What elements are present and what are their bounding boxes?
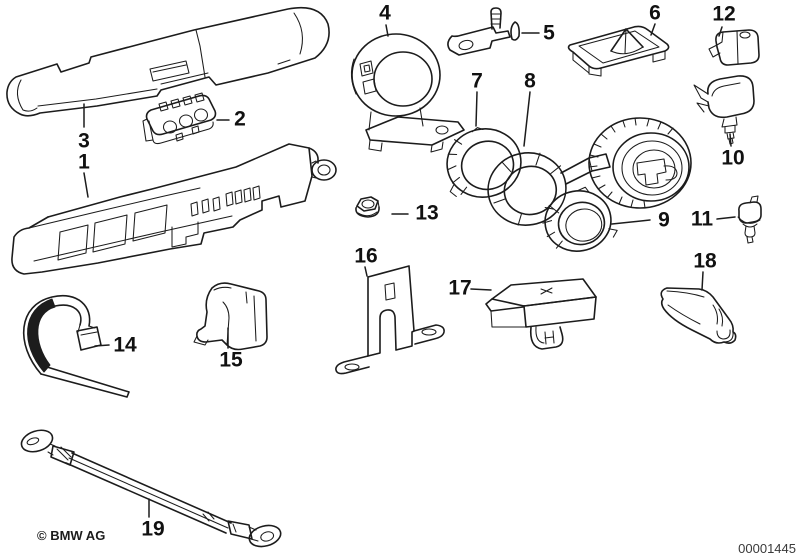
callout-19: 19 [141,498,165,541]
part-7-threaded-ring-drawing [446,127,522,198]
callout-18-leader [701,271,704,291]
callout-12-leader [718,26,723,37]
part-14-cable-tie-drawing [22,294,130,398]
callout-4-label[interactable]: 4 [379,2,391,25]
part-12-clamp-block-drawing [708,29,760,66]
callout-8-label[interactable]: 8 [524,70,536,93]
part-15-boot-drawing [193,282,268,351]
callout-10-label[interactable]: 10 [721,147,744,170]
callout-8-leader [523,91,531,147]
part-6-base-plate-drawing [567,25,670,77]
part-11-screw-clip-drawing [737,195,762,244]
callout-11: 11 [691,208,736,231]
callout-4-leader [385,24,389,37]
callout-8: 8 [523,70,536,147]
callout-7-label[interactable]: 7 [471,70,483,93]
callout-12-label[interactable]: 12 [712,3,735,26]
callout-16-label[interactable]: 16 [354,245,377,268]
part-18-rubber-boot-drawing [660,287,737,344]
part-4-harness-clamp-drawing [350,33,465,153]
callout-16-leader [364,266,368,277]
callout-16: 16 [354,245,378,277]
part-10-clip-stud-drawing [693,75,755,145]
callout-4: 4 [379,2,391,37]
callout-6-leader [650,23,656,36]
callout-9-leader [611,219,651,225]
part-16-holder-bracket-drawing [335,265,445,375]
callout-7-leader [475,91,478,127]
callout-10: 10 [721,133,745,170]
callout-3-label[interactable]: 3 [78,130,90,153]
callout-14: 14 [94,334,137,357]
image-number: 00001445 [738,541,796,556]
callout-18: 18 [693,250,717,291]
callout-1-label[interactable]: 1 [78,151,90,174]
part-1-cable-duct-drawing [11,143,337,275]
callout-18-label[interactable]: 18 [693,250,717,273]
callout-6: 6 [649,2,661,36]
callout-7: 7 [471,70,483,127]
part-8-cover-cap-drawing [487,152,611,226]
callout-17-label[interactable]: 17 [448,277,471,300]
callout-6-label[interactable]: 6 [649,2,661,25]
part-17-cover-box-drawing [485,278,597,350]
callout-1: 1 [78,151,90,198]
callout-13: 13 [391,202,439,225]
part-2-terminal-block-drawing [142,92,217,145]
callout-1-leader [83,172,89,198]
part-5-terminal-bracket-drawing [447,7,520,56]
callout-14-leader [94,344,110,347]
callout-15: 15 [219,327,243,372]
callout-13-label[interactable]: 13 [415,202,438,225]
callout-9-label[interactable]: 9 [658,209,670,232]
callout-12: 12 [712,3,736,37]
part-3-duct-cover-drawing [6,6,330,117]
callout-2: 2 [216,108,246,131]
part-9-collar-nut-drawing [542,186,618,252]
callouts-layer: 1 2 3 4 5 6 7 8 [78,2,745,541]
part-19-ground-strap-drawing [20,429,282,548]
callout-2-label[interactable]: 2 [234,108,246,131]
callout-10-leader [729,133,732,147]
callout-17-leader [470,288,492,291]
copyright-notice: © BMW AG [37,528,105,543]
part-13-flange-nut-drawing [355,196,380,218]
callout-14-label[interactable]: 14 [113,334,137,357]
callout-15-label[interactable]: 15 [219,349,243,372]
callout-3: 3 [78,103,90,153]
callout-9: 9 [611,209,670,232]
callout-19-label[interactable]: 19 [141,518,164,541]
callout-11-leader [716,216,736,220]
callout-11-label[interactable]: 11 [691,208,714,231]
socket-body-drawing [588,117,692,209]
callout-5-label[interactable]: 5 [543,22,555,45]
callout-5: 5 [521,22,555,45]
callout-17: 17 [448,277,492,300]
